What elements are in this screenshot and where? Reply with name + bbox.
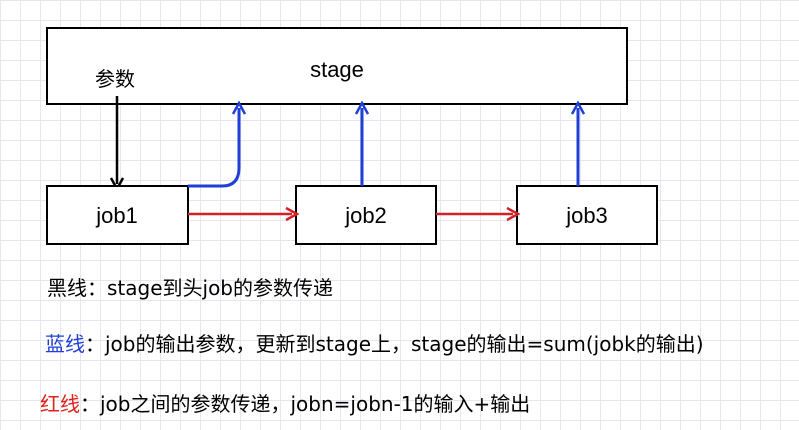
param-label: 参数 [95,67,135,91]
legend-red-text: ：job之间的参数传递，jobn=jobn-1的输入+输出 [80,392,531,416]
stage-node: stage [46,27,628,105]
legend-black-text: 黑线：stage到头job的参数传递 [47,276,334,300]
legend-blue-line: 蓝线：job的输出参数，更新到stage上，stage的输出=sum(jobk的… [45,328,704,357]
stage-label: stage [310,57,364,82]
job3-label: job3 [565,203,608,228]
job-node-3: job3 [516,185,658,245]
legend-red-line: 红线：job之间的参数传递，jobn=jobn-1的输入+输出 [40,388,530,417]
job-node-2: job2 [295,185,437,245]
job2-label: job2 [344,203,387,228]
legend-red-key: 红线 [40,392,80,416]
legend-blue-text: ：job的输出参数，更新到stage上，stage的输出=sum(jobk的输出… [85,332,704,356]
job1-label: job1 [95,203,138,228]
legend-black-line: 黑线：stage到头job的参数传递 [47,272,333,301]
job-node-1: job1 [46,185,189,245]
blue-arrow-job1-to-stage [188,108,239,188]
legend-blue-key: 蓝线 [45,332,85,356]
